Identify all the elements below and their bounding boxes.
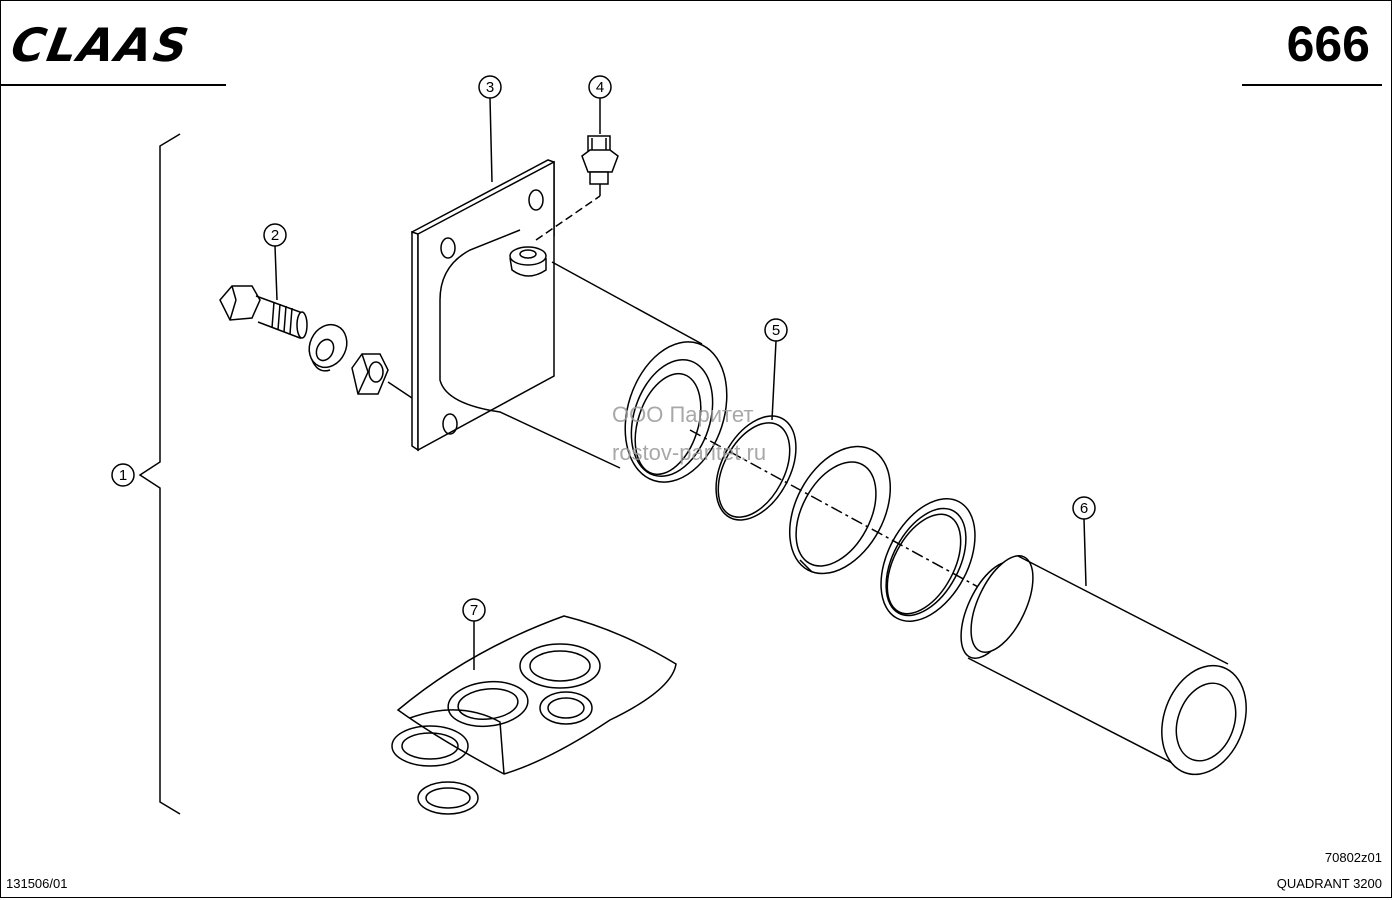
watermark-url: rostov-paritet.ru (612, 440, 767, 465)
callout-4: 4 (588, 75, 612, 99)
drawing-number: 70802z01 (1324, 850, 1382, 865)
fitting-part (581, 135, 619, 196)
washer-part (308, 323, 348, 372)
guide-ring-part (788, 445, 892, 575)
callout-leaders (274, 97, 1087, 670)
nut-part (351, 353, 413, 399)
svg-text:1: 1 (119, 467, 127, 484)
piston-part (960, 555, 1247, 776)
svg-text:4: 4 (596, 79, 604, 96)
watermark-company: ООО Паритет (612, 402, 754, 427)
svg-text:7: 7 (470, 602, 478, 619)
callout-2: 2 (263, 223, 287, 247)
assembly-bracket (138, 133, 181, 815)
header-rule-left (0, 84, 226, 86)
callout-7: 7 (462, 598, 486, 622)
seal-kit-bag (391, 615, 677, 815)
bolt-part (219, 285, 308, 340)
cylinder-housing (411, 159, 728, 483)
callout-3: 3 (478, 75, 502, 99)
page-number: 666 (1286, 16, 1370, 72)
document-id: 131506/01 (6, 876, 68, 891)
svg-text:3: 3 (486, 79, 494, 96)
center-axis-line (689, 429, 981, 589)
header-rule-right (1242, 84, 1382, 86)
svg-text:6: 6 (1080, 500, 1088, 517)
callout-1: 1 (111, 463, 135, 487)
svg-text:2: 2 (271, 227, 279, 244)
callout-6: 6 (1072, 496, 1096, 520)
svg-text:5: 5 (772, 322, 780, 339)
machine-model: QUADRANT 3200 (1276, 876, 1382, 891)
callout-5: 5 (764, 318, 788, 342)
o-ring-part (715, 415, 797, 521)
